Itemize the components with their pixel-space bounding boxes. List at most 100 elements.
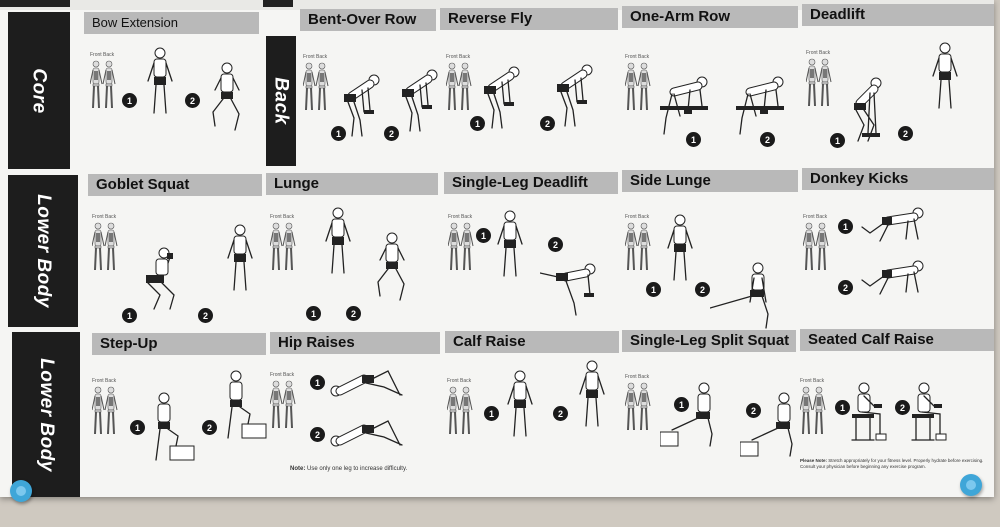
muscle-anatomy-figure [624,382,651,437]
muscle-anatomy-figure [269,380,296,435]
step-number-badge: 2 [760,132,775,147]
header-bow-extension: Bow Extension [84,12,259,34]
step-number-badge: 1 [830,133,845,148]
exercise-illustration [500,368,576,447]
exercise-illustration [318,205,394,284]
person-figure-icon [659,382,713,447]
anatomy-chart-icon [624,62,651,111]
step-number-badge: 1 [122,93,137,108]
step-number-badge: 2 [838,280,853,295]
front-back-label: Front Back [806,50,831,56]
step-number-badge: 2 [746,403,761,418]
anatomy-chart-icon [91,222,118,271]
header-calf-raise: Calf Raise [445,331,619,353]
person-figure-icon [330,420,403,447]
exercise-illustration [150,390,226,469]
step-number-badge: 1 [476,228,491,243]
front-back-label: Front Back [92,378,117,384]
muscle-anatomy-figure [89,60,116,115]
step-number-badge: 2 [895,400,910,415]
step-number-badge: 2 [198,308,213,323]
exercise-illustration [925,40,1000,119]
person-figure-icon [212,62,240,131]
anatomy-chart-icon [805,58,832,107]
exercise-illustration [709,262,786,341]
header-single-leg-split-squat: Single-Leg Split Squat [622,330,796,352]
anatomy-chart-icon [89,60,116,109]
header-donkey-kicks: Donkey Kicks [802,168,994,190]
header-lunge: Lunge [266,173,438,195]
exercise-illustration [850,382,926,461]
person-figure-icon [325,207,351,274]
exercise-illustration [205,60,281,139]
person-figure-icon [330,370,403,397]
front-back-label: Front Back [270,372,295,378]
person-figure-icon [557,64,593,127]
person-figure-icon [539,263,596,316]
front-back-label: Front Back [625,54,650,60]
person-figure-icon [227,224,253,291]
muscle-anatomy-figure [91,386,118,441]
muscle-anatomy-figure [269,222,296,277]
push-pin-right [960,474,982,496]
exercise-illustration [553,60,629,139]
person-figure-icon [579,360,605,427]
exercise-illustration [140,45,216,124]
person-figure-icon [851,382,887,441]
exercise-illustration [340,70,416,149]
exercise-illustration [330,365,406,444]
exercise-illustration [220,222,296,301]
top-edge-strip [0,0,994,10]
person-figure-icon [861,260,924,295]
header-seated-calf-raise: Seated Calf Raise [800,329,994,351]
anatomy-chart-icon [269,380,296,429]
person-figure-icon [484,66,520,129]
muscle-anatomy-figure [447,222,474,277]
step-number-badge: 2 [346,306,361,321]
header-deadlift: Deadlift [802,4,994,26]
front-back-label: Front Back [447,378,472,384]
section-label-back: Back [266,36,296,166]
person-figure-icon [227,370,267,439]
front-back-label: Front Back [446,54,471,60]
step-number-badge: 1 [306,306,321,321]
front-back-label: Front Back [625,374,650,380]
step-number-badge: 1 [484,406,499,421]
push-pin-left [10,480,32,502]
muscle-anatomy-figure [302,62,329,117]
exercise-illustration [860,205,936,284]
exercise-illustration [860,258,936,337]
step-number-badge: 1 [674,397,689,412]
person-figure-icon [377,232,405,301]
step-number-badge: 2 [202,420,217,435]
exercise-poster: Core Back Lower Body Lower Body Bow Exte… [0,0,994,497]
person-figure-icon [736,76,784,135]
muscle-anatomy-figure [624,62,651,117]
step-number-badge: 2 [548,237,563,252]
anatomy-chart-icon [91,386,118,435]
person-figure-icon [911,382,947,441]
section-label-lower-body-2: Lower Body [12,332,80,497]
exercise-illustration [370,230,446,309]
exercise-illustration [490,208,566,287]
front-back-label: Front Back [270,214,295,220]
exercise-illustration [660,70,736,149]
anatomy-chart-icon [624,222,651,271]
person-figure-icon [155,392,195,461]
disclaimer-note: Please Note: Stretch appropriately for y… [800,458,984,469]
front-back-label: Front Back [90,52,115,58]
front-back-label: Front Back [803,214,828,220]
person-figure-icon [739,392,793,457]
person-figure-icon [667,214,693,281]
person-figure-icon [497,210,523,277]
muscle-anatomy-figure [624,222,651,277]
hip-raises-note: Note: Use only one leg to increase diffi… [290,466,408,472]
step-number-badge: 2 [898,126,913,141]
exercise-illustration [222,368,298,447]
exercise-illustration [660,212,736,291]
person-figure-icon [861,207,924,242]
person-figure-icon [402,69,438,132]
header-hip-raises: Hip Raises [270,332,440,354]
person-figure-icon [854,77,882,142]
step-number-badge: 2 [553,406,568,421]
